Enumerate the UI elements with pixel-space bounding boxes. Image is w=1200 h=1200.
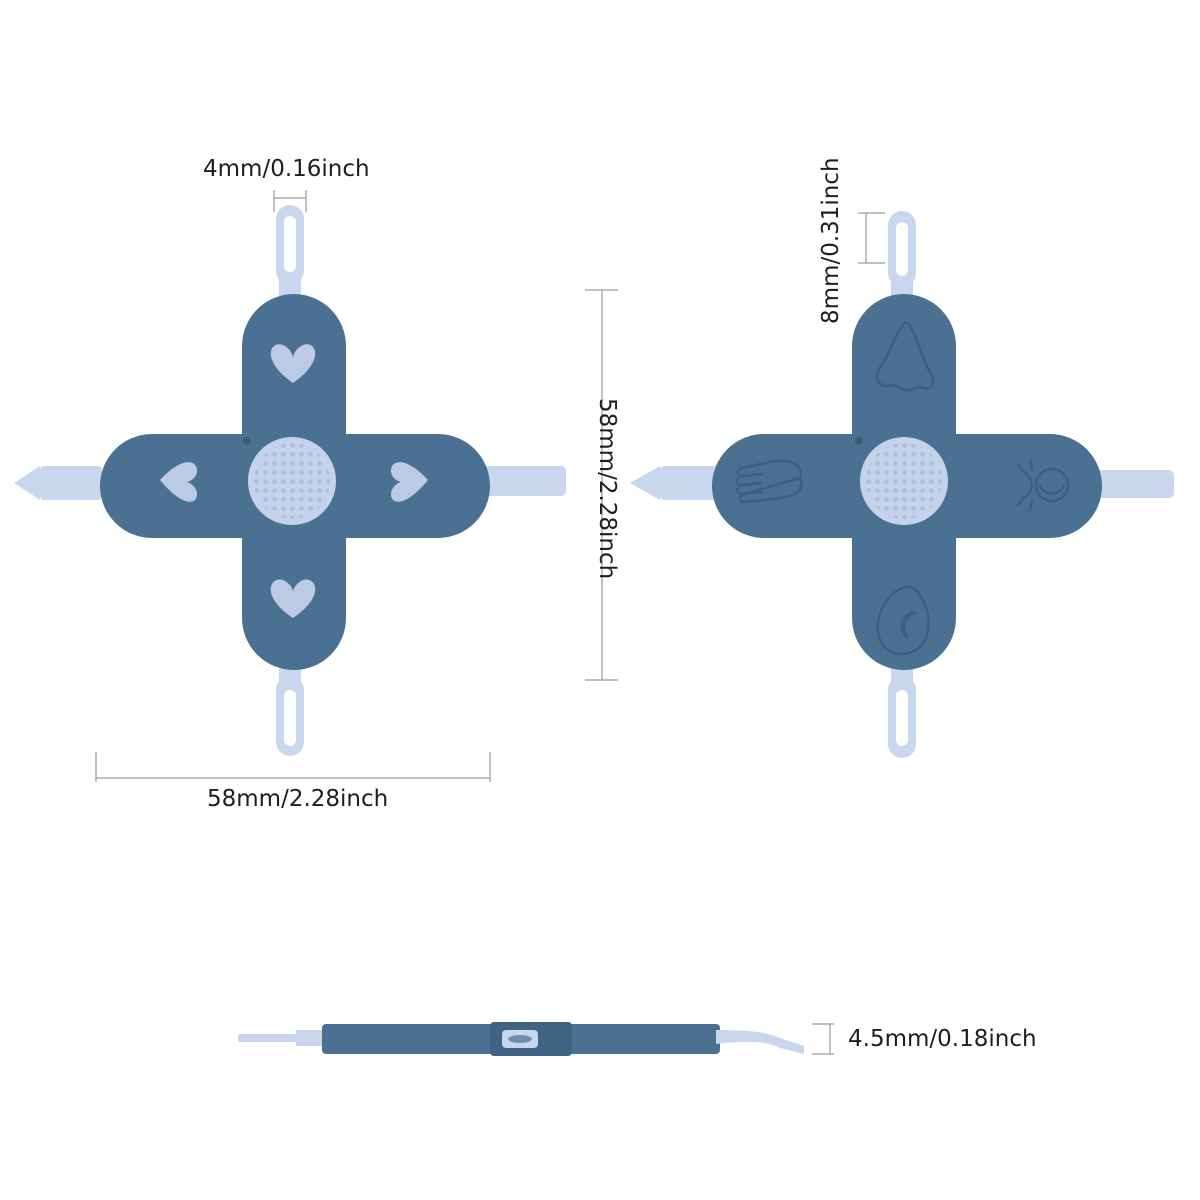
left-pointed-tip bbox=[630, 466, 722, 500]
tip-width-label: 4mm/0.16inch bbox=[203, 156, 370, 182]
heart-icon bbox=[270, 344, 316, 383]
heart-icon bbox=[390, 462, 428, 502]
top-loop-tip bbox=[276, 205, 304, 305]
heart-icon bbox=[270, 579, 316, 618]
front-view bbox=[14, 205, 566, 756]
ear-icon bbox=[876, 585, 930, 656]
right-scoop-tip bbox=[478, 466, 566, 496]
center-button bbox=[860, 437, 948, 525]
width-label: 58mm/2.28inch bbox=[207, 786, 389, 812]
width-dimension-line bbox=[95, 752, 491, 782]
nose-icon bbox=[875, 321, 935, 392]
right-scoop-tip bbox=[1090, 470, 1174, 498]
top-loop-tip bbox=[888, 211, 916, 305]
back-view bbox=[630, 211, 1174, 758]
thickness-label: 4.5mm/0.18inch bbox=[848, 1026, 1037, 1052]
center-button bbox=[248, 437, 336, 525]
height-label: 58mm/2.28inch bbox=[594, 398, 620, 580]
eye-icon bbox=[1016, 458, 1070, 512]
bottom-loop-tip bbox=[276, 655, 304, 756]
tip-length-label: 8mm/0.31inch bbox=[818, 157, 844, 324]
tip-width-dimension-lines bbox=[273, 190, 307, 212]
bottom-loop-tip bbox=[888, 655, 916, 758]
thickness-dimension-lines bbox=[812, 1023, 834, 1055]
tip-length-dimension-lines bbox=[858, 212, 885, 264]
heart-icon bbox=[160, 462, 198, 502]
left-pointed-tip bbox=[14, 466, 110, 500]
height-dimension-line bbox=[585, 289, 618, 681]
hand-icon bbox=[735, 459, 803, 504]
side-view bbox=[238, 1022, 804, 1056]
